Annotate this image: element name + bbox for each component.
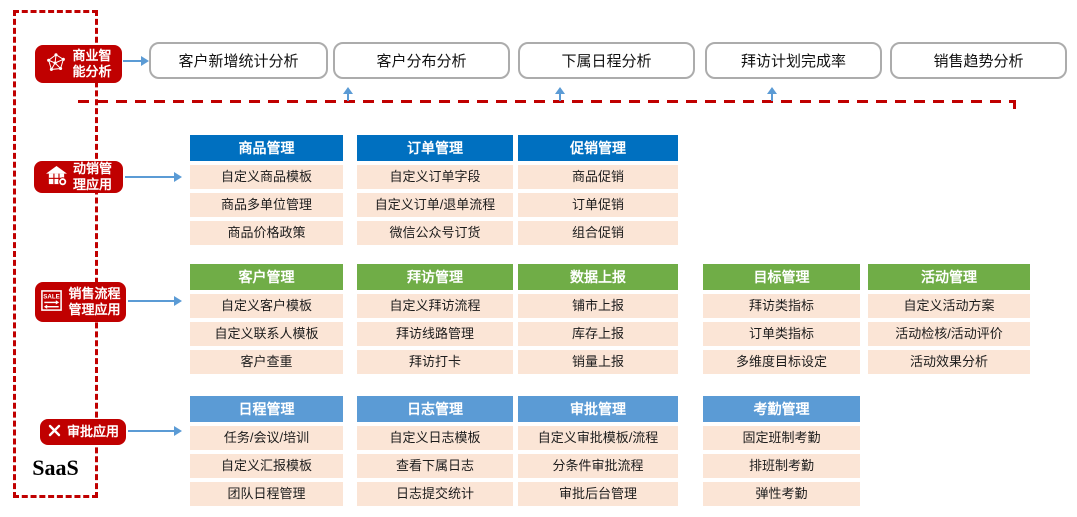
crossed-tools-icon [47,423,62,441]
category-label-text: 审批应用 [66,424,119,440]
module-header: 订单管理 [357,135,513,161]
feature-cell: 自定义客户模板 [190,294,343,318]
feature-cell: 订单促销 [518,193,678,217]
up-arrow [766,87,778,101]
storefront-icon [45,165,68,189]
module-column: 订单管理 自定义订单字段 自定义订单/退单流程 微信公众号订货 [357,135,513,245]
feature-cell: 排班制考勤 [703,454,860,478]
category-label-sales-process-app: SALE 销售流程 管理应用 [35,282,126,322]
module-column: 日程管理 任务/会议/培训 自定义汇报模板 团队日程管理 [190,396,343,506]
bi-analysis-box: 客户分布分析 [333,42,510,79]
bi-layer-divider [78,100,1016,103]
svg-text:SALE: SALE [44,294,61,301]
category-label-text: 动销管 理应用 [72,161,112,192]
bi-analysis-box: 客户新增统计分析 [149,42,328,79]
feature-cell: 自定义拜访流程 [357,294,513,318]
feature-cell: 多维度目标设定 [703,350,860,374]
feature-cell: 销量上报 [518,350,678,374]
module-header: 商品管理 [190,135,343,161]
module-header: 考勤管理 [703,396,860,422]
module-column: 数据上报 铺市上报 库存上报 销量上报 [518,264,678,374]
module-column: 拜访管理 自定义拜访流程 拜访线路管理 拜访打卡 [357,264,513,374]
module-header: 促销管理 [518,135,678,161]
feature-cell: 铺市上报 [518,294,678,318]
feature-cell: 库存上报 [518,322,678,346]
module-header: 审批管理 [518,396,678,422]
module-header: 活动管理 [868,264,1030,290]
feature-cell: 组合促销 [518,221,678,245]
network-graph-icon [45,52,67,77]
bi-analysis-box: 下属日程分析 [518,42,695,79]
saas-label: SaaS [32,455,79,480]
module-header: 拜访管理 [357,264,513,290]
feature-cell: 微信公众号订货 [357,221,513,245]
bi-analysis-box: 销售趋势分析 [890,42,1067,79]
up-arrow [342,87,354,101]
module-column: 活动管理 自定义活动方案 活动检核/活动评价 活动效果分析 [868,264,1030,374]
module-column: 客户管理 自定义客户模板 自定义联系人模板 客户查重 [190,264,343,374]
bi-layer-divider-end [1013,100,1016,109]
module-column: 考勤管理 固定班制考勤 排班制考勤 弹性考勤 [703,396,860,506]
feature-cell: 拜访类指标 [703,294,860,318]
module-column: 促销管理 商品促销 订单促销 组合促销 [518,135,678,245]
feature-cell: 团队日程管理 [190,482,343,506]
module-column: 审批管理 自定义审批模板/流程 分条件审批流程 审批后台管理 [518,396,678,506]
sale-sliders-icon: SALE [40,289,63,315]
module-column: 商品管理 自定义商品模板 商品多单位管理 商品价格政策 [190,135,343,245]
feature-cell: 商品促销 [518,165,678,189]
feature-cell: 自定义日志模板 [357,426,513,450]
bi-analysis-box: 拜访计划完成率 [705,42,882,79]
feature-cell: 弹性考勤 [703,482,860,506]
category-label-bi: 商业智 能分析 [35,45,122,83]
feature-cell: 拜访打卡 [357,350,513,374]
feature-cell: 客户查重 [190,350,343,374]
feature-cell: 自定义联系人模板 [190,322,343,346]
category-label-text: 商业智 能分析 [72,48,112,79]
module-header: 日程管理 [190,396,343,422]
saas-boundary-frame [13,10,98,498]
feature-cell: 查看下属日志 [357,454,513,478]
feature-cell: 拜访线路管理 [357,322,513,346]
feature-cell: 日志提交统计 [357,482,513,506]
up-arrow [554,87,566,101]
feature-cell: 自定义订单/退单流程 [357,193,513,217]
category-label-approval-app: 审批应用 [40,419,126,445]
connector-arrow [125,172,182,182]
module-column: 目标管理 拜访类指标 订单类指标 多维度目标设定 [703,264,860,374]
feature-cell: 自定义活动方案 [868,294,1030,318]
feature-cell: 自定义商品模板 [190,165,343,189]
category-label-text: 销售流程 管理应用 [68,286,121,317]
module-header: 目标管理 [703,264,860,290]
module-header: 数据上报 [518,264,678,290]
feature-cell: 活动检核/活动评价 [868,322,1030,346]
feature-cell: 分条件审批流程 [518,454,678,478]
connector-arrow [128,296,182,306]
connector-arrow [128,426,182,436]
module-header: 日志管理 [357,396,513,422]
feature-cell: 审批后台管理 [518,482,678,506]
feature-cell: 自定义汇报模板 [190,454,343,478]
connector-arrow [123,56,149,66]
module-column: 日志管理 自定义日志模板 查看下属日志 日志提交统计 [357,396,513,506]
category-label-sales-promo-app: 动销管 理应用 [34,161,123,193]
feature-cell: 商品多单位管理 [190,193,343,217]
feature-cell: 自定义审批模板/流程 [518,426,678,450]
feature-cell: 订单类指标 [703,322,860,346]
feature-cell: 商品价格政策 [190,221,343,245]
feature-cell: 自定义订单字段 [357,165,513,189]
feature-cell: 任务/会议/培训 [190,426,343,450]
feature-cell: 活动效果分析 [868,350,1030,374]
module-header: 客户管理 [190,264,343,290]
feature-cell: 固定班制考勤 [703,426,860,450]
